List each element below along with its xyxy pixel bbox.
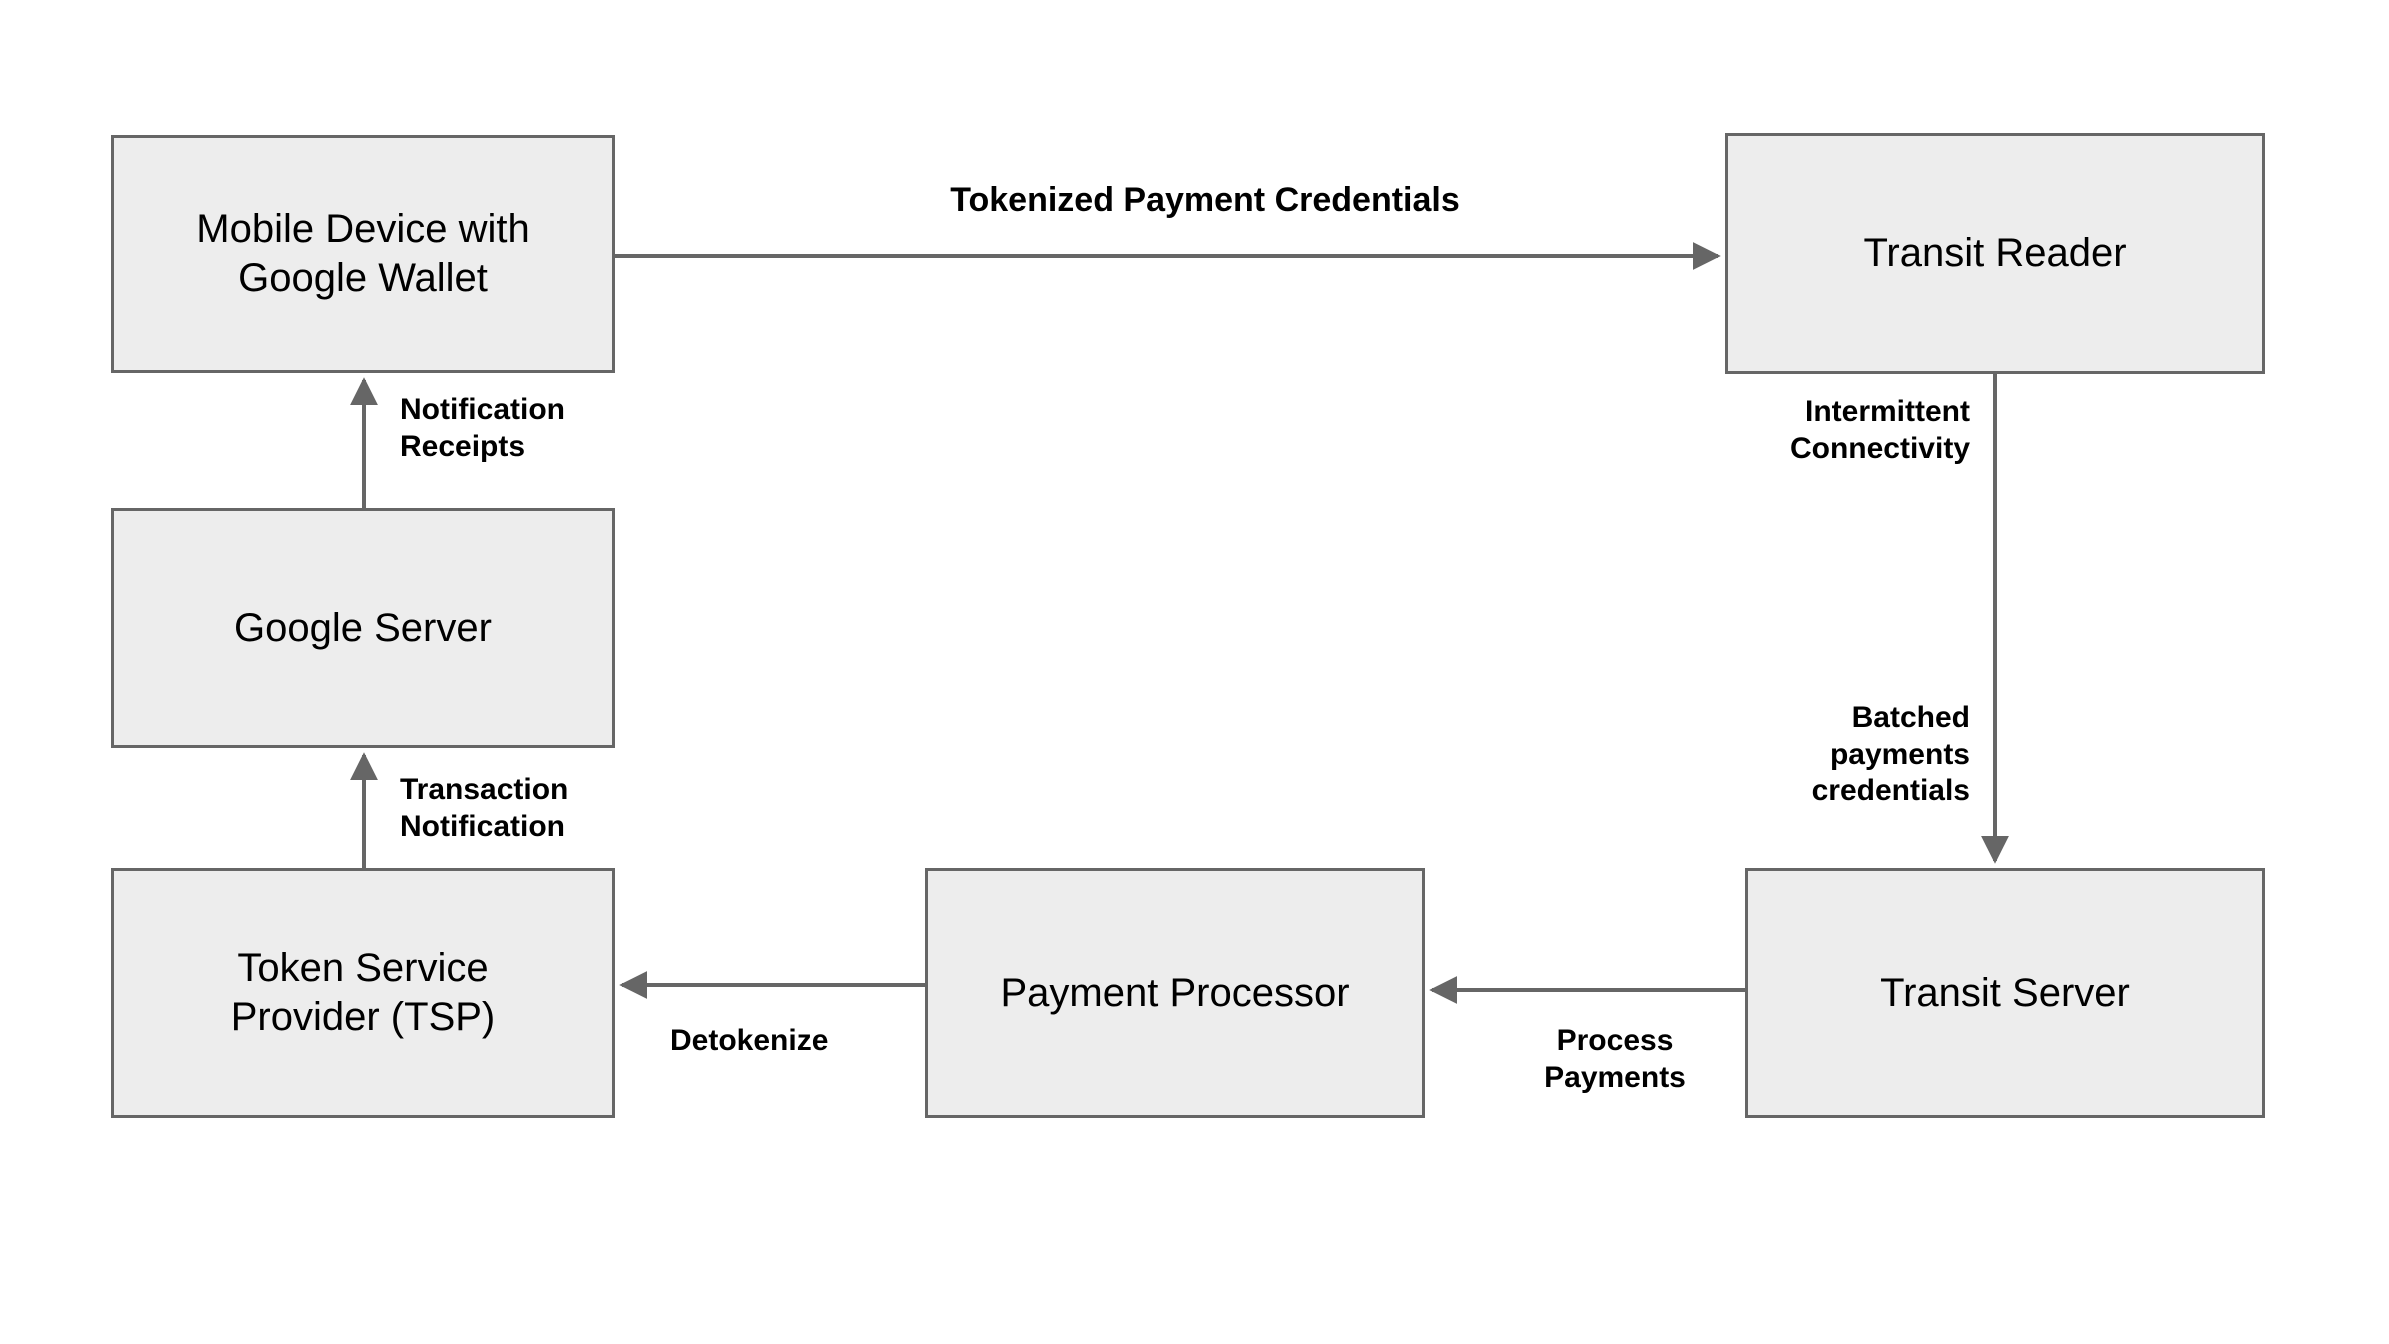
node-transit-reader[interactable]: Transit Reader — [1725, 133, 2265, 374]
edge-label-intermittent-connectivity: Intermittent Connectivity — [1789, 395, 1970, 465]
node-transit-server[interactable]: Transit Server — [1745, 868, 2265, 1118]
node-payment-processor[interactable]: Payment Processor — [925, 868, 1425, 1118]
node-google-server[interactable]: Google Server — [111, 508, 615, 748]
edge-label-notification-receipts: Notification Receipts — [400, 393, 565, 463]
edge-label-transaction-notification: Transaction Notification — [400, 773, 569, 843]
node-mobile-device[interactable]: Mobile Device with Google Wallet — [111, 135, 615, 373]
edge-label-tokenized-payment-credentials: Tokenized Payment Credentials — [950, 181, 1460, 219]
edge-label-detokenize: Detokenize — [670, 1024, 829, 1057]
edge-label-process-payments: Process Payments — [1544, 1024, 1686, 1094]
node-token-service-provider[interactable]: Token Service Provider (TSP) — [111, 868, 615, 1118]
edge-label-batched-payments-credentials: Batched payments credentials — [1811, 701, 1970, 808]
